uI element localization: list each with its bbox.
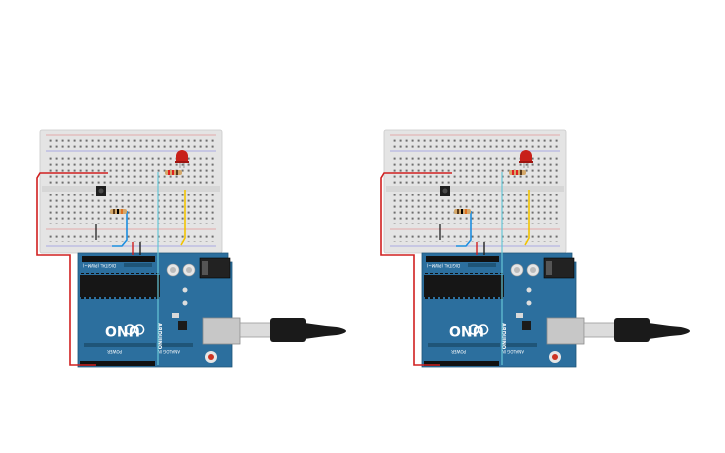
circuit-left[interactable]: [36, 129, 347, 368]
circuit-right[interactable]: [380, 129, 691, 368]
